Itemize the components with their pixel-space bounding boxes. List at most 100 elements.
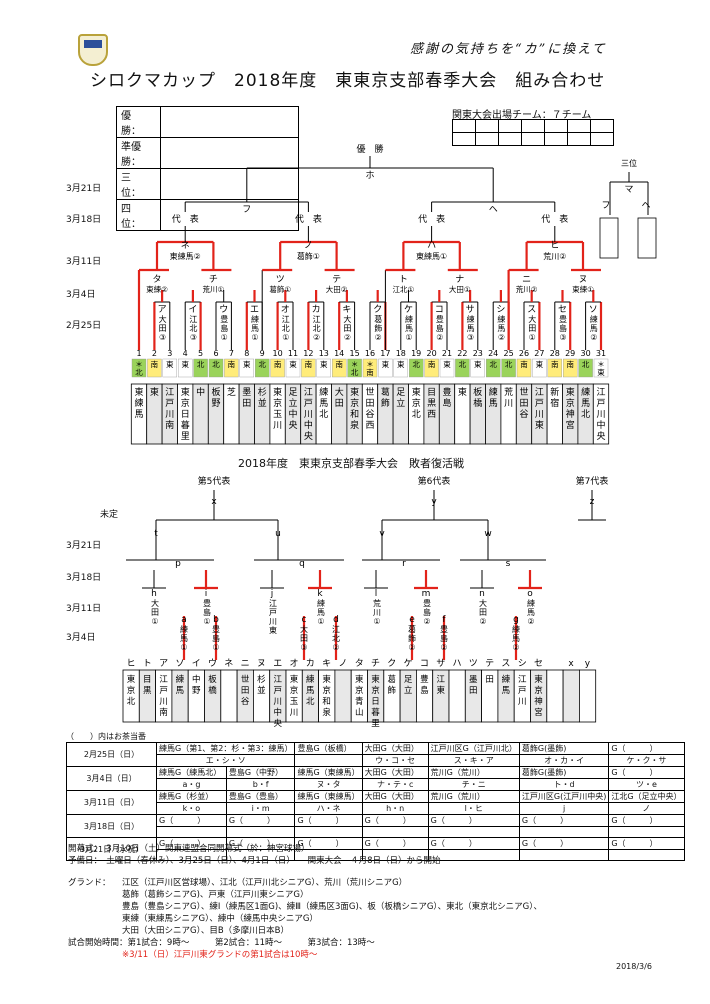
team-name: 暮 <box>181 419 190 431</box>
loser-team-name: 青 <box>355 696 364 707</box>
match-node: サ <box>466 304 475 315</box>
ground-tag-text: 東 <box>181 359 189 369</box>
result-value <box>160 137 299 169</box>
daihyo-label: 代 表 <box>418 213 445 225</box>
match-venue: 豊 <box>436 314 444 324</box>
ground-tag-text: 東 <box>597 367 605 377</box>
match-venue: 馬 <box>405 324 413 333</box>
block-node: ハ <box>427 241 436 251</box>
schedule-teams: ウ・コ・セ <box>361 754 429 767</box>
slot-number: 5 <box>198 349 203 358</box>
loser-leaf-venue: 豊 <box>212 624 220 634</box>
match-node: エ <box>250 305 259 315</box>
loser-leaf-venue: 葛 <box>408 624 416 634</box>
result-value <box>160 199 299 231</box>
loser-sub-venue: ① <box>151 617 158 626</box>
schedule-cell: 豊島G（中野） <box>225 766 296 779</box>
match-venue: ③ <box>190 333 197 342</box>
loser-team-name: 北 <box>127 697 136 707</box>
loser-team-name: 馬 <box>176 686 185 696</box>
ground-tag-text: 南 <box>428 359 436 369</box>
team-name: 日 <box>181 409 190 420</box>
loser-sub-venue: 島 <box>423 607 431 617</box>
schedule-cell: 大田G（大田） <box>361 742 429 755</box>
schedule-teams: ツ・e <box>608 778 685 791</box>
ground-tag-text: 南 <box>305 359 313 369</box>
loser-slot-key: エ <box>273 659 282 669</box>
result-label: 四 位： <box>116 199 161 231</box>
schedule-teams: ヌ・タ <box>294 778 363 791</box>
team-name: 北 <box>412 409 421 420</box>
match-venue: ③ <box>559 333 566 342</box>
team-name: 飾 <box>381 397 390 409</box>
schedule-teams <box>427 826 520 838</box>
team-name: 練 <box>581 386 590 398</box>
loser-team-name: 中 <box>192 674 201 685</box>
bracket-date: 3月21日 <box>66 184 102 194</box>
loser-team-name: 田 <box>485 675 494 685</box>
match-venue: 江 <box>282 315 290 324</box>
slot-number: 16 <box>365 349 375 358</box>
ground-tag-text: 南 <box>274 359 282 369</box>
schedule-teams: ハ・ネ <box>294 802 363 815</box>
loser-leaf-venue: 島 <box>440 633 448 643</box>
loser-team-name: 央 <box>273 718 282 729</box>
team-name: 谷 <box>519 409 528 420</box>
team-name: 馬 <box>581 398 590 409</box>
schedule-teams: ケ・ク・サ <box>608 754 685 767</box>
loser-leaf-venue: ① <box>212 643 219 652</box>
schedule-cell: G（ ） <box>225 814 296 827</box>
match-node: コ <box>435 305 444 315</box>
match-venue: 田 <box>159 324 167 333</box>
loser-team-name: 足 <box>404 675 413 685</box>
ground-tag-text: ＊ <box>135 360 143 369</box>
loser-sub-venue: 大 <box>479 598 487 608</box>
loser-team-name: 江 <box>159 675 168 685</box>
schedule-cell: G（ ） <box>518 814 610 827</box>
schedule-cell: G（ ） <box>518 837 610 850</box>
slot-number: 15 <box>350 349 360 358</box>
loser-leaf-venue: ③ <box>300 643 307 652</box>
loser-leaf-venue: 馬 <box>180 634 188 643</box>
team-name: 川 <box>273 421 282 431</box>
time-text: 第1試合：9時～ 第2試合：11時～ 第3試合：13時～ <box>127 938 375 948</box>
team-name: 杉 <box>258 386 267 398</box>
ground-tag-text: 北 <box>582 360 590 369</box>
loser-leaf-venue: ① <box>180 643 187 652</box>
match-venue: ② <box>436 333 443 342</box>
opening-label: 開幕式： <box>68 844 98 854</box>
team-name: 南 <box>165 419 174 431</box>
slot-number: 19 <box>411 349 421 358</box>
schedule-cell: G（ ） <box>294 814 363 827</box>
team-name: 戸 <box>535 398 544 409</box>
final-node: ホ <box>365 170 374 181</box>
schedule-teams: l・ヒ <box>427 802 520 815</box>
loser-leaf-node: e <box>409 615 415 625</box>
loser-node: s <box>506 559 511 569</box>
kanto-teams-boxes <box>452 119 614 146</box>
ground-tag <box>486 358 501 378</box>
third-title: 三位 <box>621 158 637 168</box>
loser-team-name: 馬 <box>306 686 315 696</box>
ground-tag <box>578 358 593 378</box>
block-venue: 東練馬① <box>416 251 447 261</box>
document-date: 2018/3/6 <box>616 962 652 971</box>
ground-tag <box>593 358 609 378</box>
loser-sub-venue: ① <box>203 617 210 626</box>
loser-date: 3月11日 <box>66 604 102 614</box>
loser-leaf-node: a <box>181 615 187 625</box>
slot-number: 4 <box>183 349 188 358</box>
schedule-date: 3月11日（日） <box>66 790 157 815</box>
slot-number: 30 <box>581 349 591 358</box>
schedule-teams <box>225 826 296 838</box>
team-name: 神 <box>566 408 575 420</box>
loser-sub-venue: ② <box>479 617 486 626</box>
match-venue: 馬 <box>590 324 598 333</box>
champion-label: 優 勝 <box>356 143 383 155</box>
team-name: 世 <box>519 386 528 398</box>
loser-team-name: 墨 <box>469 675 478 685</box>
loser-team-box <box>220 669 238 723</box>
team-name: 宮 <box>566 419 575 431</box>
schedule-cell: 練馬G（練馬北） <box>156 766 227 779</box>
team-name: 東 <box>412 386 421 398</box>
